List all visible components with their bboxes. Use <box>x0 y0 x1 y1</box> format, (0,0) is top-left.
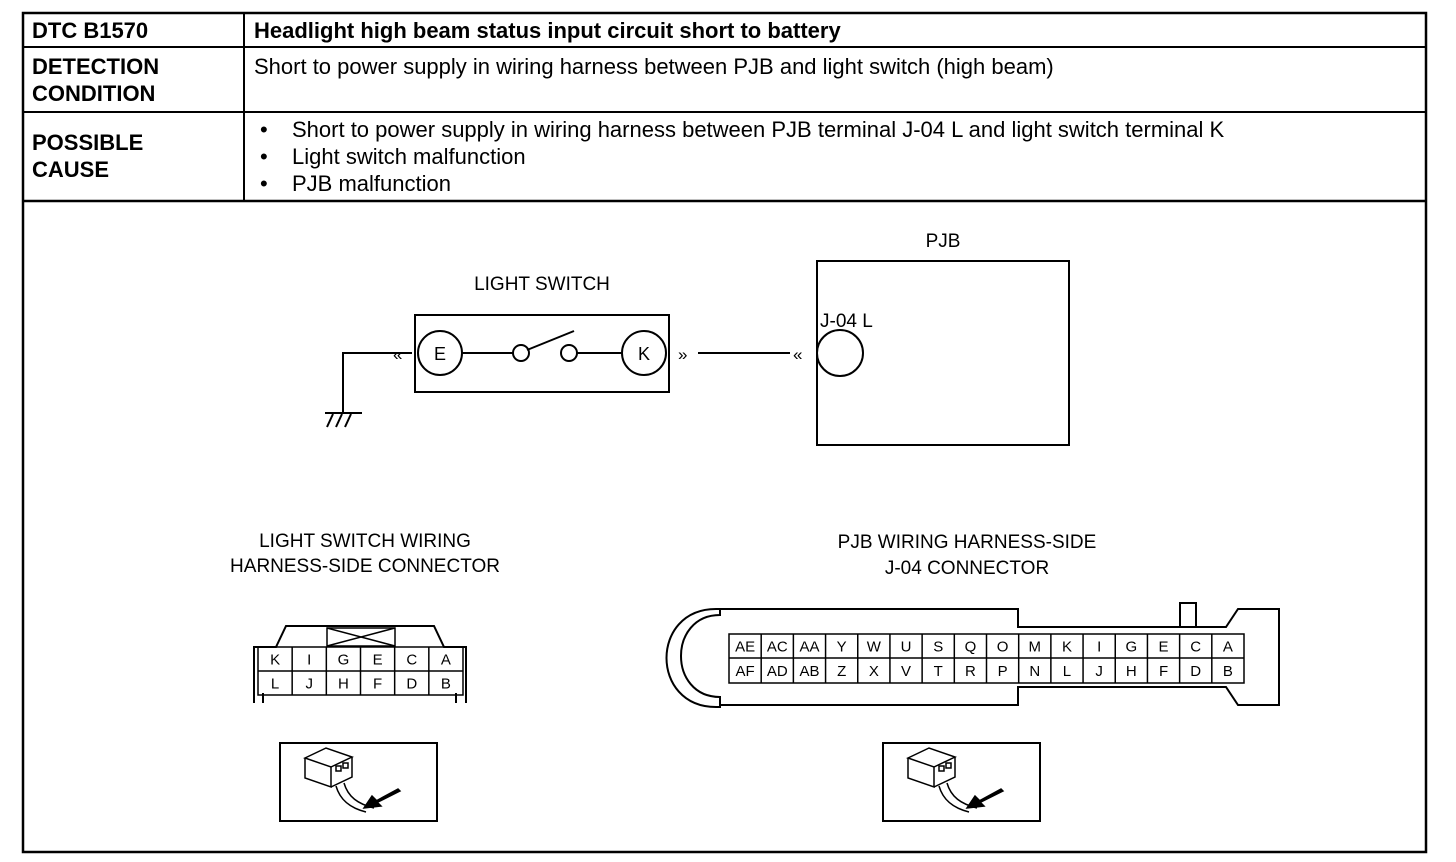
connector-arrow-e: « <box>393 345 402 364</box>
switch-contact-left <box>512 344 530 362</box>
pin-label-x: X <box>869 663 879 680</box>
light-switch-pin-grid: K I G E C A L J H F D B <box>270 651 451 692</box>
terminal-e-label: E <box>434 344 446 364</box>
pin-label-ab: AB <box>799 663 819 680</box>
connector-front-view-icon <box>882 742 1041 822</box>
pin-label-w: W <box>867 639 882 656</box>
pin-label-l: L <box>271 675 279 692</box>
pin-label-b: B <box>1223 663 1233 680</box>
cause-label-line1: POSSIBLE <box>32 130 144 155</box>
connector-arrow-k: » <box>678 345 687 364</box>
pin-label-e: E <box>1159 639 1169 656</box>
terminal-k-label: K <box>638 344 650 364</box>
pin-label-af: AF <box>736 663 755 680</box>
light-switch-connector <box>253 625 467 703</box>
pin-label-r: R <box>965 663 976 680</box>
switch-contact-right <box>560 344 578 362</box>
pin-label-f: F <box>1159 663 1168 680</box>
pin-label-h: H <box>1126 663 1137 680</box>
pin-label-y: Y <box>837 639 847 656</box>
pin-label-u: U <box>901 639 912 656</box>
pjb-connector <box>665 602 1280 708</box>
pin-label-n: N <box>1029 663 1040 680</box>
pjb-terminal-label: J-04 L <box>820 311 873 332</box>
detection-label-line2: CONDITION <box>32 81 156 106</box>
pin-label-ac: AC <box>767 639 788 656</box>
pin-label-d: D <box>406 675 417 692</box>
pin-label-c: C <box>1190 639 1201 656</box>
ground-icon <box>325 352 412 428</box>
pin-label-k: K <box>270 651 280 668</box>
pin-label-m: M <box>1029 639 1042 656</box>
pin-label-g: G <box>338 651 350 668</box>
dtc-code-label: DTC B1570 <box>32 18 149 43</box>
cause-item: PJB malfunction <box>254 170 1224 197</box>
pjb-terminal-circle <box>816 329 864 377</box>
circuit-diagram: « » « <box>325 260 1070 446</box>
switch-blade <box>526 330 575 351</box>
pin-label-ae: AE <box>735 639 755 656</box>
pin-label-k: K <box>1062 639 1072 656</box>
pin-label-e: E <box>373 651 383 668</box>
possible-cause-list: Short to power supply in wiring harness … <box>254 116 1224 197</box>
connector-arrow-pjb: « <box>793 345 802 364</box>
light-switch-box <box>414 314 670 393</box>
detection-condition-label: DETECTION CONDITION <box>32 53 159 107</box>
pin-label-c: C <box>406 651 417 668</box>
pin-label-a: A <box>441 651 451 668</box>
pin-label-f: F <box>373 675 382 692</box>
cause-label-line2: CAUSE <box>32 157 110 182</box>
pin-label-b: B <box>441 675 451 692</box>
pin-label-l: L <box>1063 663 1071 680</box>
pjb-connector-title-2: J-04 CONNECTOR <box>885 558 1049 579</box>
pin-label-s: S <box>933 639 943 656</box>
pin-label-t: T <box>934 663 943 680</box>
pin-label-d: D <box>1190 663 1201 680</box>
pin-label-i: I <box>1097 639 1101 656</box>
pin-label-j: J <box>1095 663 1103 680</box>
detection-label-line1: DETECTION <box>32 54 160 79</box>
pin-label-q: Q <box>965 639 977 656</box>
light-switch-connector-title-1: LIGHT SWITCH WIRING <box>259 531 471 552</box>
pin-label-aa: AA <box>799 639 819 656</box>
pjb-label: PJB <box>926 231 961 252</box>
pin-label-v: V <box>901 663 911 680</box>
pin-label-h: H <box>338 675 349 692</box>
dtc-title: Headlight high beam status input circuit… <box>254 18 841 43</box>
pin-label-o: O <box>997 639 1009 656</box>
pjb-connector-title-1: PJB WIRING HARNESS-SIDE <box>838 532 1097 553</box>
pin-label-z: Z <box>837 663 846 680</box>
pjb-pin-grid: AE AC AA Y W U S Q O M K I G E C A AF AD AB Z X V T R P N L J H F D B <box>735 639 1233 681</box>
possible-cause-label: POSSIBLE CAUSE <box>32 129 143 183</box>
light-switch-connector-title-2: HARNESS-SIDE CONNECTOR <box>230 556 500 577</box>
terminal-k-circle <box>621 330 667 376</box>
pin-label-j: J <box>306 675 314 692</box>
pin-label-p: P <box>998 663 1008 680</box>
pjb-box <box>816 260 1070 446</box>
pin-label-a: A <box>1223 639 1233 656</box>
pin-label-i: I <box>307 651 311 668</box>
cause-item: Light switch malfunction <box>254 143 1224 170</box>
connector-front-view-icon <box>279 742 438 822</box>
detection-condition-text: Short to power supply in wiring harness … <box>254 54 1054 79</box>
table-grid <box>21 11 1428 854</box>
pin-label-ad: AD <box>767 663 788 680</box>
light-switch-label: LIGHT SWITCH <box>474 274 610 295</box>
pin-label-g: G <box>1126 639 1138 656</box>
cause-item: Short to power supply in wiring harness … <box>254 116 1224 143</box>
